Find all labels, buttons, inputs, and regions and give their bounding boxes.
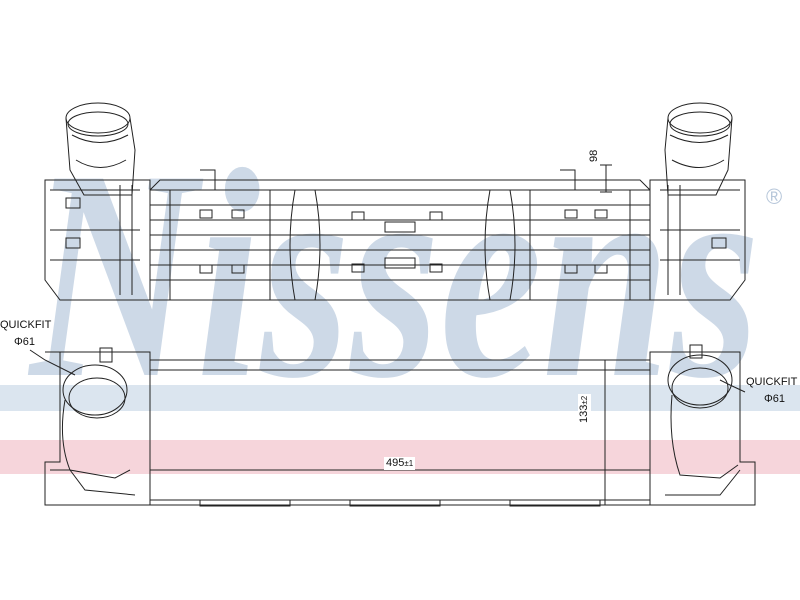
height-value: 133 bbox=[578, 404, 590, 423]
height-dimension-label: 133±2 bbox=[578, 393, 591, 425]
length-dimension-label: 495±1 bbox=[384, 457, 416, 470]
watermark-logo-text: Nissens bbox=[26, 108, 760, 440]
front-core bbox=[149, 359, 651, 507]
front-left-tank bbox=[44, 347, 151, 506]
front-right-tank bbox=[649, 344, 756, 506]
top-left-tank bbox=[44, 179, 151, 301]
top-right-inlet bbox=[664, 102, 733, 196]
right-port-name-label: QUICKFIT bbox=[746, 376, 798, 388]
right-port-leader bbox=[719, 379, 746, 393]
right-port-size-label: Φ61 bbox=[764, 393, 786, 405]
left-port-size-label: Φ61 bbox=[14, 336, 36, 348]
left-port-leader bbox=[29, 349, 76, 376]
left-port-name-label: QUICKFIT bbox=[0, 319, 52, 331]
top-right-tank bbox=[649, 179, 746, 301]
watermark-blue-stripe bbox=[0, 385, 800, 411]
height-dimension-lines bbox=[600, 359, 610, 506]
length-value: 495 bbox=[386, 457, 405, 469]
top-left-inlet bbox=[65, 102, 136, 196]
length-dimension-lines bbox=[149, 465, 651, 475]
height-tolerance: ±2 bbox=[580, 395, 589, 405]
length-tolerance: ±1 bbox=[404, 459, 414, 468]
depth-dimension-label: 98 bbox=[588, 149, 600, 162]
depth-dimension-lines bbox=[600, 164, 612, 193]
top-core bbox=[149, 169, 651, 301]
registered-mark-icon: ® bbox=[766, 184, 782, 209]
